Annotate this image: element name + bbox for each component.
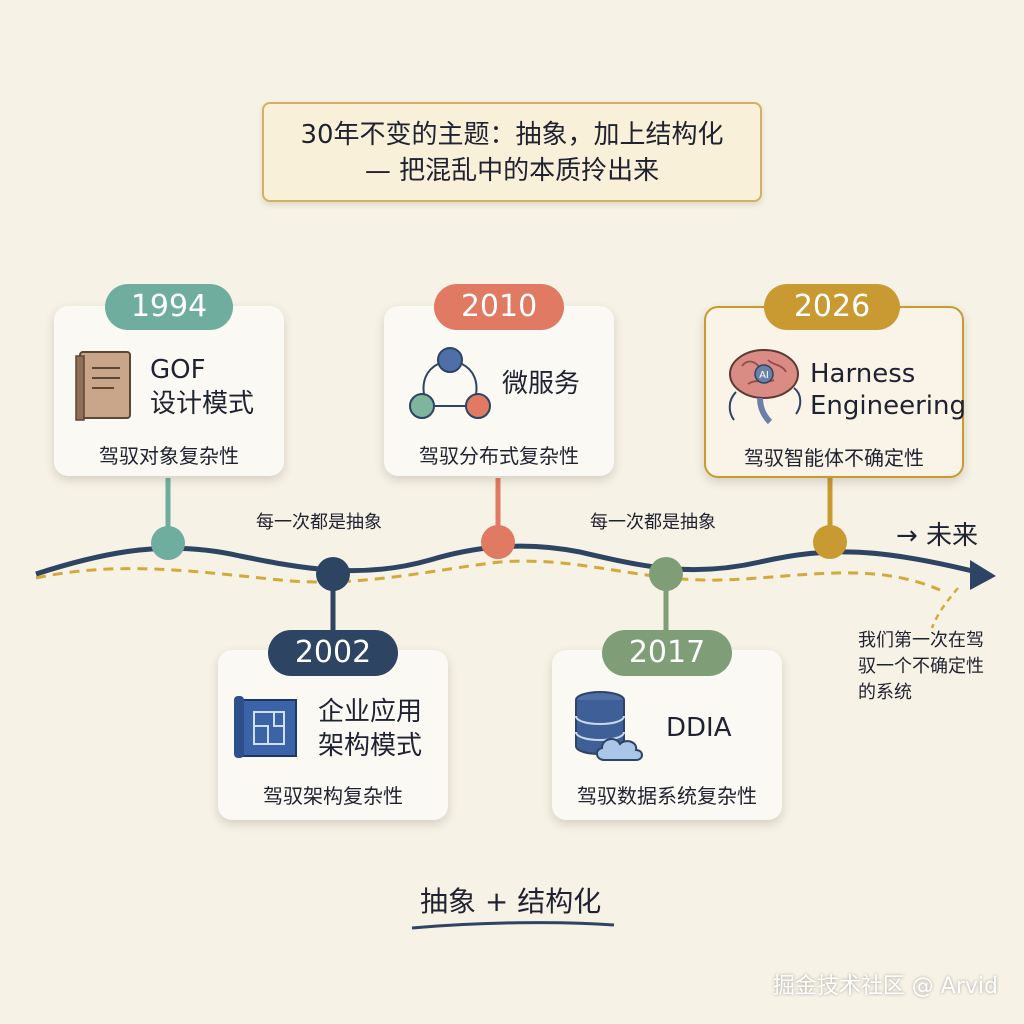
dot-2010 (481, 525, 515, 559)
microservices-icon (408, 346, 494, 422)
dashed-wave (36, 561, 940, 590)
card-title-2017: DDIA (666, 712, 732, 744)
card-title-2002-line1: 企业应用 (318, 696, 422, 728)
timeline-arrowhead (970, 560, 996, 590)
blueprint-icon (232, 694, 302, 762)
theme-line-1: 30年不变的主题：抽象，加上结构化 (264, 117, 760, 153)
bottom-underline (412, 923, 614, 928)
summary-label: 抽象 + 结构化 (420, 880, 601, 920)
dot-2002 (316, 557, 350, 591)
transition-label-1: 每一次都是抽象 (256, 508, 382, 534)
database-cloud-icon (572, 690, 648, 766)
dot-2017 (649, 557, 683, 591)
year-badge-1994: 1994 (105, 284, 233, 330)
year-badge-2026: 2026 (764, 284, 900, 330)
theme-banner: 30年不变的主题：抽象，加上结构化 — 把混乱中的本质拎出来 (262, 102, 762, 202)
watermark: 掘金技术社区 @ Arvid (773, 968, 998, 1000)
card-2010: 微服务 驾驭分布式复杂性 (384, 306, 614, 476)
card-subtitle-2026: 驾驭智能体不确定性 (706, 442, 962, 471)
card-subtitle-1994: 驾驭对象复杂性 (54, 440, 284, 469)
card-title-2026-line1: Harness (810, 358, 915, 390)
dot-1994 (151, 526, 185, 560)
card-title-1994-line1: GOF (150, 354, 206, 386)
card-2026: AI Harness Engineering 驾驭智能体不确定性 (704, 306, 964, 478)
year-badge-2002: 2002 (268, 630, 398, 676)
card-title-2010: 微服务 (502, 368, 580, 400)
card-1994: GOF 设计模式 驾驭对象复杂性 (54, 306, 284, 476)
book-icon (74, 348, 134, 424)
card-title-1994-line2: 设计模式 (150, 388, 254, 420)
ai-brain-icon: AI (720, 344, 804, 428)
note-pointer (932, 588, 958, 628)
card-subtitle-2017: 驾驭数据系统复杂性 (552, 780, 782, 809)
dot-2026 (813, 525, 847, 559)
note-text: 我们第一次在驾驭一个不确定性的系统 (858, 628, 998, 706)
transition-label-2: 每一次都是抽象 (590, 508, 716, 534)
future-label: → 未来 (896, 515, 978, 552)
theme-line-2: — 把混乱中的本质拎出来 (264, 153, 760, 189)
year-badge-2010: 2010 (434, 284, 564, 330)
card-subtitle-2010: 驾驭分布式复杂性 (384, 440, 614, 469)
card-subtitle-2002: 驾驭架构复杂性 (218, 780, 448, 809)
card-title-2002-line2: 架构模式 (318, 730, 422, 762)
ai-label: AI (759, 370, 769, 381)
year-badge-2017: 2017 (602, 630, 732, 676)
card-title-2026-line2: Engineering (810, 390, 966, 422)
